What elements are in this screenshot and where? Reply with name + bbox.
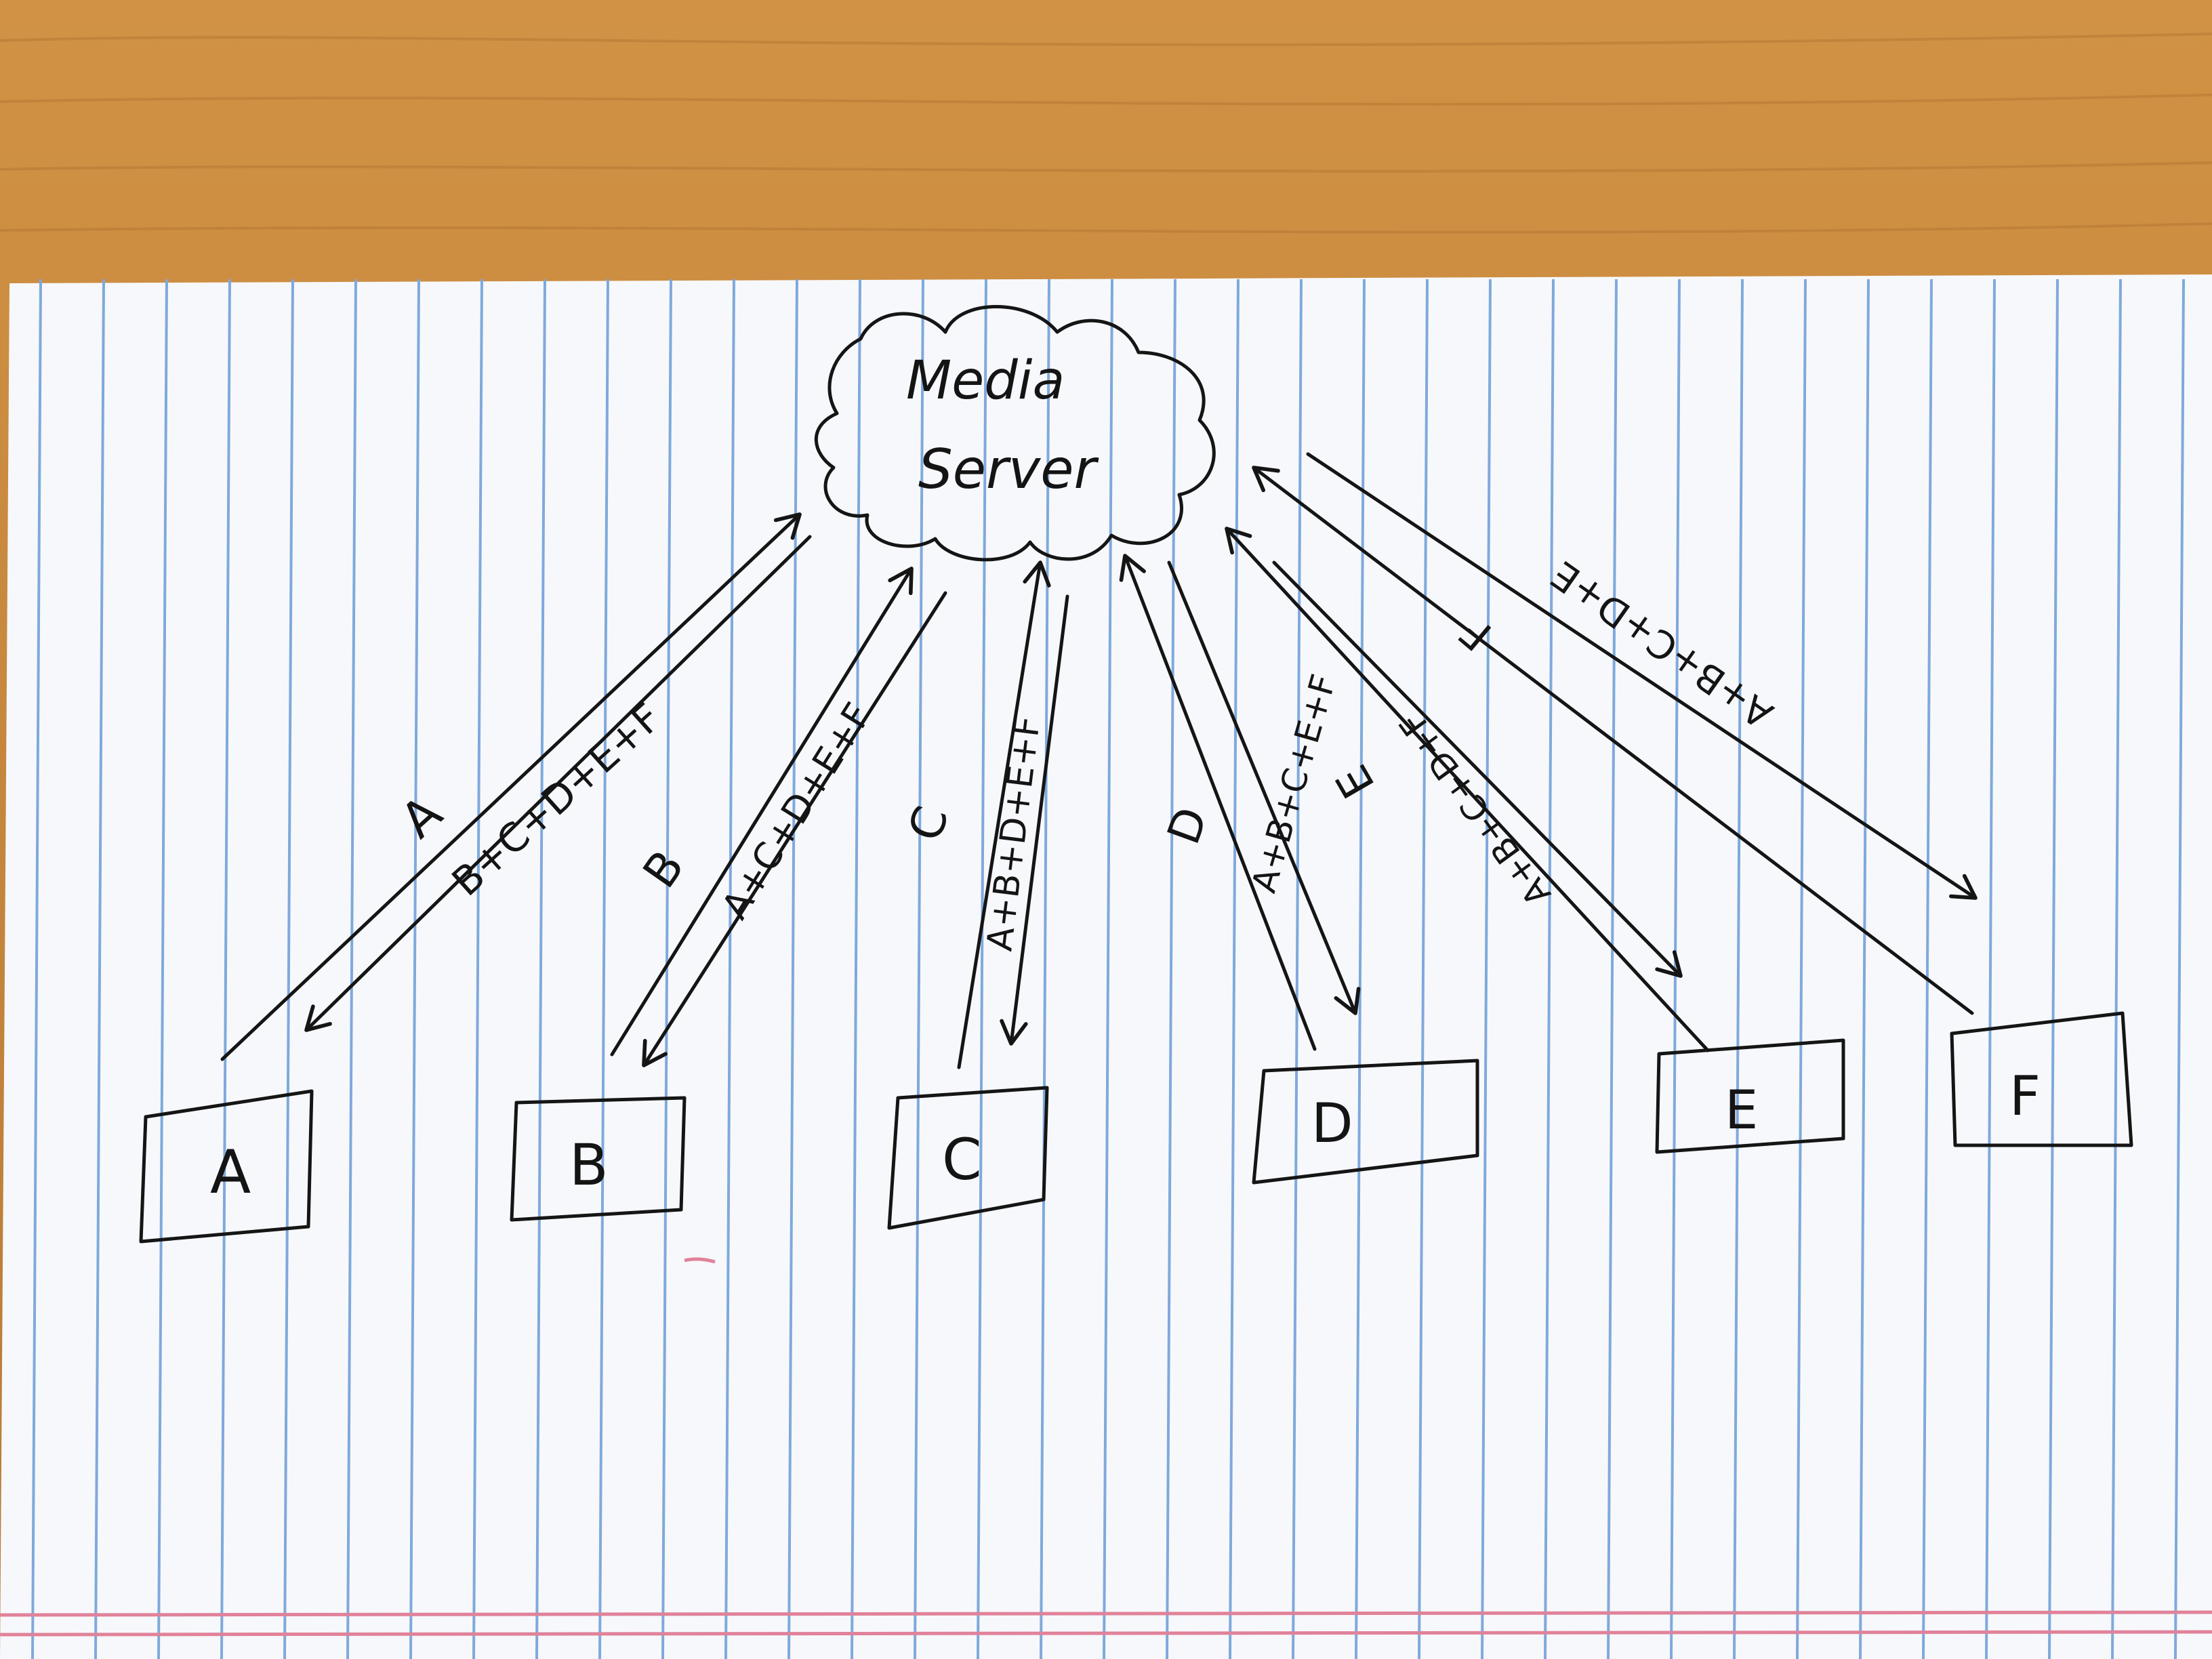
server-label-line1: Media <box>906 350 1065 411</box>
upload-arrow-B <box>610 567 914 1057</box>
client-box-E: E <box>1655 1038 1845 1154</box>
download-arrow-E <box>1272 560 1683 978</box>
upload-arrow-E <box>1225 527 1710 1052</box>
ruled-line <box>535 279 546 1659</box>
ruled-line <box>851 279 861 1659</box>
margin-lines <box>0 1610 2212 1637</box>
ruled-line <box>94 279 105 1659</box>
ruled-line <box>1166 279 1176 1659</box>
download-arrow-C <box>1000 594 1069 1046</box>
download-arrow-F <box>1306 452 1978 900</box>
ruled-lines <box>31 279 2185 1659</box>
client-label-B: B <box>569 1132 609 1198</box>
ruled-line <box>1229 279 1240 1659</box>
ruled-line <box>283 279 294 1659</box>
client-box-A: A <box>139 1089 314 1244</box>
ruled-line <box>598 279 609 1659</box>
ruled-line <box>1922 279 1933 1659</box>
download-arrow-B <box>642 591 947 1067</box>
ruled-line <box>2048 279 2059 1659</box>
client-label-C: C <box>942 1126 982 1193</box>
ruled-line <box>1481 279 1492 1659</box>
ruled-line <box>1607 279 1618 1659</box>
client-boxes: A B C D E F <box>139 1011 2133 1244</box>
client-box-D: D <box>1252 1059 1479 1185</box>
ruled-line <box>1544 279 1555 1659</box>
client-label-F: F <box>2009 1065 2041 1128</box>
ruled-line <box>787 279 798 1659</box>
ruled-line <box>914 279 924 1659</box>
ruled-line <box>1040 279 1050 1659</box>
ruled-line <box>1859 279 1870 1659</box>
server-label-line2: Server <box>918 438 1099 501</box>
upload-arrow-C <box>957 560 1051 1069</box>
client-label-E: E <box>1725 1080 1758 1141</box>
download-arrow-D <box>1167 560 1361 1015</box>
ruled-line <box>220 279 231 1659</box>
ruled-line <box>2174 279 2185 1659</box>
ruled-line <box>409 279 420 1659</box>
ruled-line <box>1733 279 1744 1659</box>
client-label-A: A <box>210 1137 251 1207</box>
upload-arrow-F <box>1252 466 1974 1015</box>
download-arrow-A <box>304 535 812 1032</box>
upload-arrow-A <box>220 512 802 1061</box>
client-label-D: D <box>1311 1092 1353 1155</box>
upload-arrow-D <box>1119 554 1317 1051</box>
ruled-line <box>31 279 42 1659</box>
client-box-B: B <box>510 1096 687 1222</box>
ruled-line <box>472 279 483 1659</box>
ruled-line <box>1796 279 1807 1659</box>
client-box-F: F <box>1950 1011 2133 1147</box>
ruled-line <box>1292 279 1303 1659</box>
ruled-line <box>977 279 987 1659</box>
ruled-line <box>1355 279 1366 1659</box>
ruled-line <box>1103 279 1113 1659</box>
ruled-line <box>724 279 735 1659</box>
ruled-line <box>1985 279 1996 1659</box>
notebook-paper <box>0 274 2212 1659</box>
ruled-line <box>2111 279 2122 1659</box>
media-server-cloud: Media Server <box>814 305 1216 562</box>
client-box-C: C <box>887 1086 1049 1230</box>
ruled-line <box>157 279 168 1659</box>
ruled-line <box>661 279 672 1659</box>
wood-grain <box>0 33 2212 234</box>
ruled-line <box>1418 279 1429 1659</box>
ruled-line <box>346 279 357 1659</box>
